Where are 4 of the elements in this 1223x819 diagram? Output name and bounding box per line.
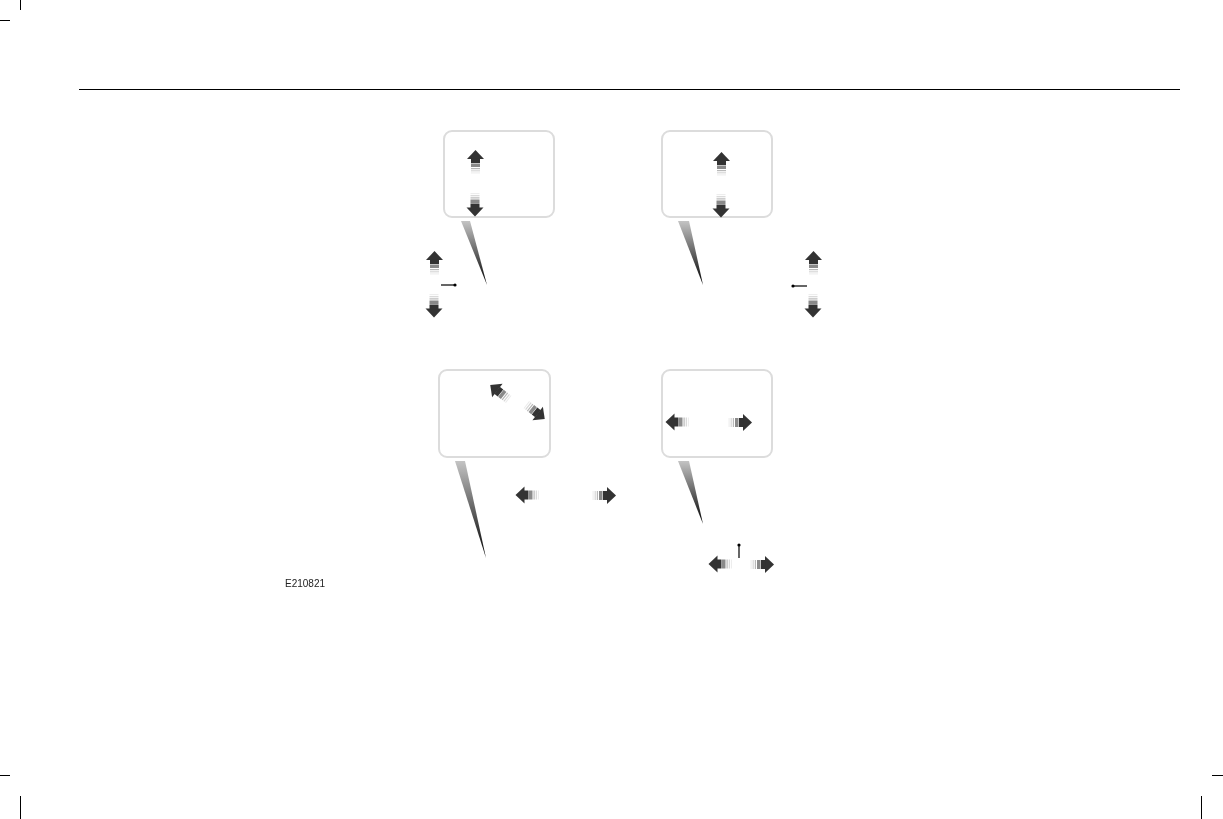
figure-code: E210821 — [285, 578, 326, 590]
callout-bubble — [661, 369, 773, 524]
callout-bubble — [661, 130, 773, 285]
callout-bubble — [443, 130, 555, 285]
